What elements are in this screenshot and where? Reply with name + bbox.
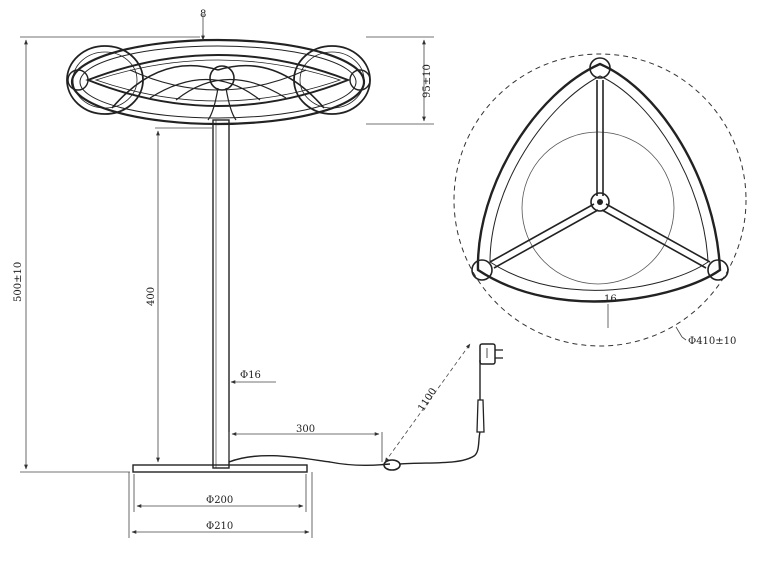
dim-label-pole-diameter: Φ16 <box>240 370 261 381</box>
head-diameter-circle <box>453 53 747 347</box>
spokes <box>489 80 711 269</box>
dim-pole-diameter: Φ16 <box>230 370 276 384</box>
dim-label-head-height: 95±10 <box>422 64 433 98</box>
dim-base-outer: Φ210 <box>128 472 313 538</box>
dim-label-base-to-switch: 300 <box>296 424 315 435</box>
node-top <box>589 57 611 79</box>
dim-base-inner: Φ200 <box>133 474 307 512</box>
dim-label-top-thickness: 8 <box>200 9 206 20</box>
center-dot <box>597 199 603 205</box>
inner-circle <box>521 131 675 285</box>
dim-label-pole-height: 400 <box>146 287 157 306</box>
lamp-head <box>66 38 371 126</box>
dim-top-thickness: 8 <box>200 9 206 41</box>
lamp-base <box>132 464 308 473</box>
lamp-pole <box>212 119 230 469</box>
top-view: 16 Φ410±10 <box>453 53 747 347</box>
dim-head-diameter: Φ410±10 <box>675 326 736 347</box>
center-hub <box>590 192 610 212</box>
dim-label-ring-width: 16 <box>604 294 617 305</box>
dim-cable-length: 1100 <box>384 343 471 463</box>
power-cable <box>228 343 503 471</box>
dim-label-base-outer: Φ210 <box>206 521 233 532</box>
dim-label-total-height: 500±10 <box>13 262 24 302</box>
side-view: 8 95±10 500±10 400 Φ16 <box>13 9 503 538</box>
dim-base-to-switch: 300 <box>228 424 383 462</box>
dim-head-height: 95±10 <box>366 36 434 125</box>
triangular-frame <box>476 62 722 303</box>
power-plug <box>479 343 503 365</box>
dim-label-base-inner: Φ200 <box>206 495 233 506</box>
dim-pole-height: 400 <box>146 127 212 463</box>
dim-label-cable-length: 1100 <box>416 386 439 413</box>
dim-ring-width: 16 <box>604 294 617 328</box>
dim-label-head-diameter: Φ410±10 <box>688 336 736 347</box>
node-left <box>471 259 493 281</box>
node-right <box>707 259 729 281</box>
dim-total-height: 500±10 <box>13 36 200 473</box>
